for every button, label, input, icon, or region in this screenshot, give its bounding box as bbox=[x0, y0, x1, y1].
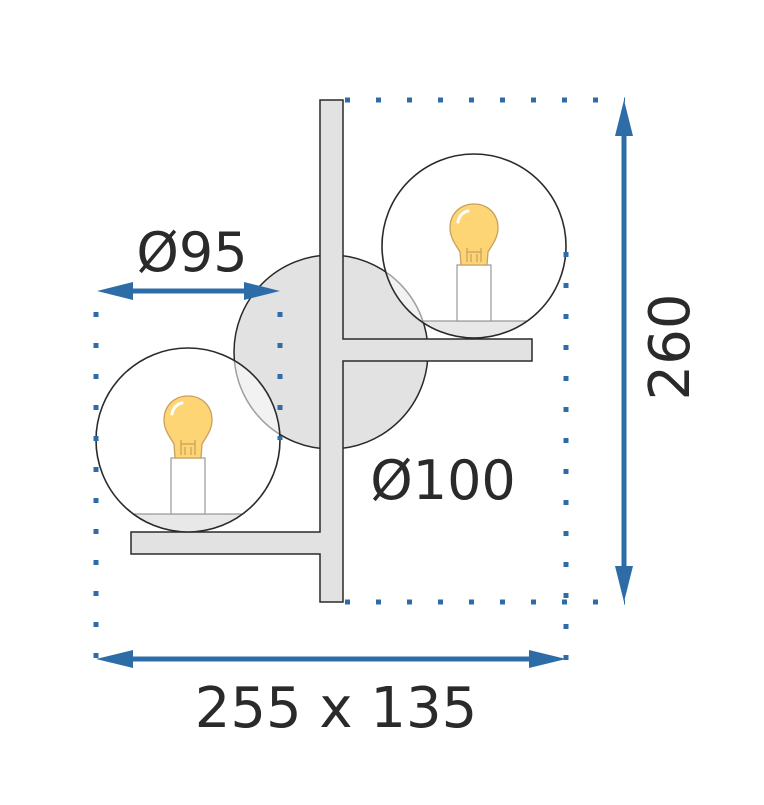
height-label: 260 bbox=[638, 294, 703, 401]
lower-globe bbox=[95, 347, 281, 533]
width-depth-label: 255 x 135 bbox=[195, 676, 478, 741]
dimension-arrow-height bbox=[615, 100, 633, 602]
upper-bulb-icon bbox=[449, 203, 499, 266]
base-diameter-label: Ø100 bbox=[370, 449, 516, 512]
lamp-arm-structure bbox=[130, 99, 533, 603]
lower-socket bbox=[170, 457, 206, 515]
extension-lines bbox=[93, 97, 625, 660]
upper-globe bbox=[381, 153, 567, 339]
globe-diameter-label: Ø95 bbox=[136, 221, 247, 284]
dimension-arrow-globe-diameter bbox=[97, 282, 280, 300]
upper-socket bbox=[456, 264, 492, 322]
dimension-arrow-width bbox=[96, 650, 566, 668]
lower-bulb-icon bbox=[163, 395, 213, 459]
